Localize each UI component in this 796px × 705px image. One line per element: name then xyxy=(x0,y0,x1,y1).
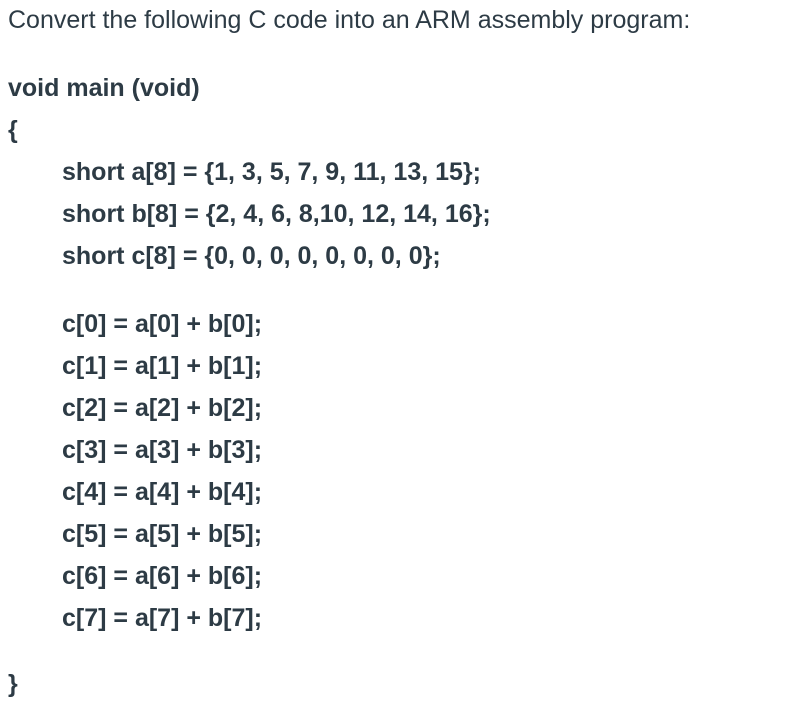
code-line-declaration-b: short b[8] = {2, 4, 6, 8,10, 12, 14, 16}… xyxy=(62,200,491,228)
code-line-declaration-a: short a[8] = {1, 3, 5, 7, 9, 11, 13, 15}… xyxy=(62,158,481,186)
code-line-assignment-6: c[6] = a[6] + b[6]; xyxy=(62,562,263,590)
code-line-declaration-c: short c[8] = {0, 0, 0, 0, 0, 0, 0, 0}; xyxy=(62,242,441,270)
code-line-assignment-1: c[1] = a[1] + b[1]; xyxy=(62,352,263,380)
code-line-open-brace: { xyxy=(8,116,18,144)
code-line-assignment-4: c[4] = a[4] + b[4]; xyxy=(62,478,263,506)
code-line-assignment-3: c[3] = a[3] + b[3]; xyxy=(62,436,263,464)
code-line-assignment-7: c[7] = a[7] + b[7]; xyxy=(62,604,263,632)
code-line-assignment-0: c[0] = a[0] + b[0]; xyxy=(62,310,263,338)
code-line-assignment-5: c[5] = a[5] + b[5]; xyxy=(62,520,263,548)
question-prompt: Convert the following C code into an ARM… xyxy=(8,6,691,34)
code-line-signature: void main (void) xyxy=(8,74,200,102)
c-code-listing: void main (void) { short a[8] = {1, 3, 5… xyxy=(8,67,796,705)
code-line-close-brace: } xyxy=(8,670,18,698)
code-line-assignment-2: c[2] = a[2] + b[2]; xyxy=(62,394,263,422)
